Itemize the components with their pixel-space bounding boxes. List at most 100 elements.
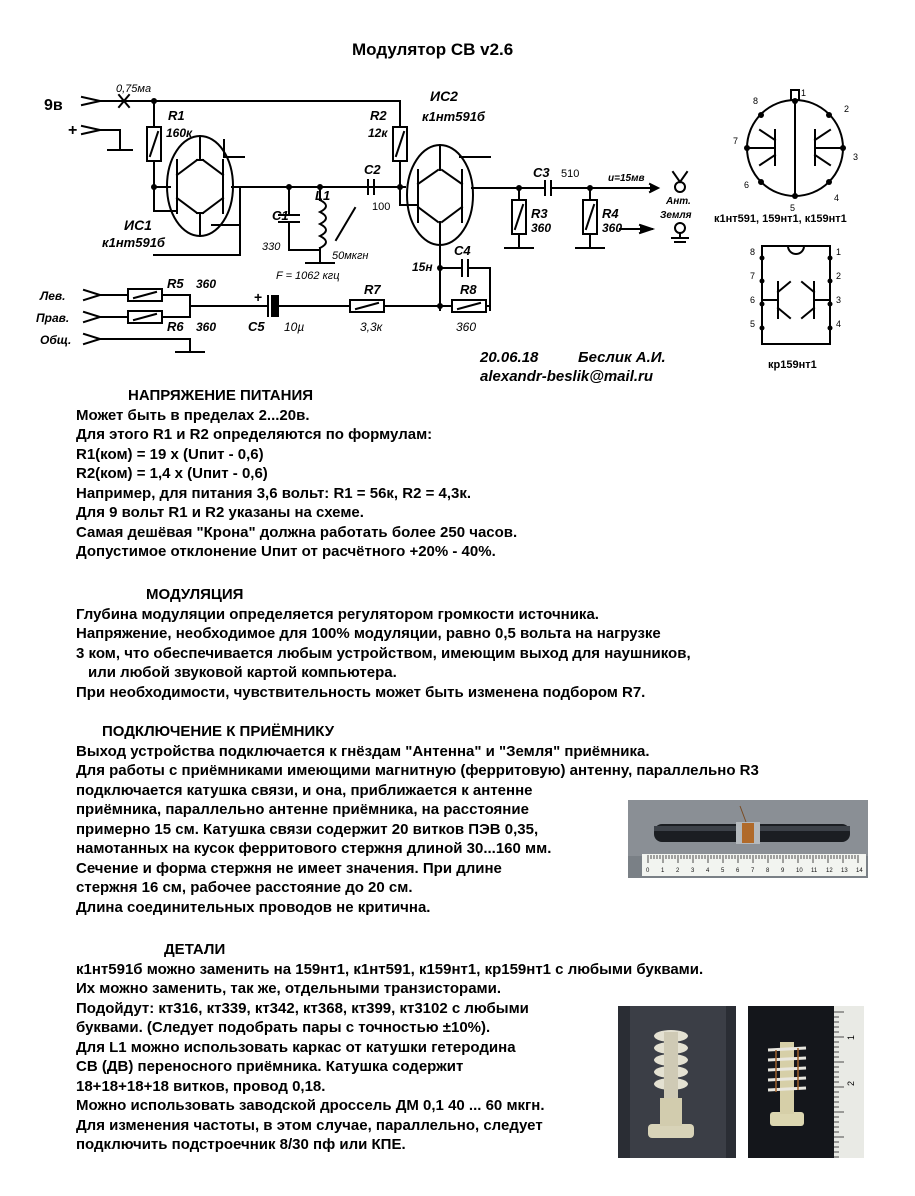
section-heading: МОДУЛЯЦИЯ: [146, 586, 244, 603]
signature-date: 20.06.18: [480, 349, 539, 366]
ruler-label: 4: [706, 868, 710, 874]
dip-pin-5: 5: [750, 319, 755, 329]
section-line: Выход устройства подключается к гнёздам …: [76, 742, 650, 760]
section-supply-voltage: НАПРЯЖЕНИЕ ПИТАНИЯ Может быть в пределах…: [76, 386, 517, 562]
section-heading: ПОДКЛЮЧЕНИЕ К ПРИЁМНИКУ: [102, 723, 335, 740]
round-pin-7: 7: [733, 136, 738, 146]
section-line: Самая дешёвая "Крона" должна работать бо…: [76, 523, 518, 541]
dip-package-pinout: [761, 244, 831, 345]
section-line: приёмника, параллельно антенне приёмника…: [76, 801, 529, 818]
l1-name: L1: [315, 188, 330, 203]
section-line: Длина соединительных проводов не критичн…: [76, 898, 431, 916]
circuit-schematic: 9в + 0,75ма R1 160к R2 12к ИС1 к1нт591б …: [36, 83, 858, 371]
section-line: подключить подстроечник 8/30 пф или КПЕ.: [76, 1136, 406, 1153]
r7-value: 3,3к: [360, 320, 384, 334]
section-line: При необходимости, чувствительность може…: [76, 683, 646, 701]
section-line: Их можно заменить, так же, отдельными тр…: [76, 980, 502, 997]
current-label: 0,75ма: [116, 83, 151, 95]
section-line: Для работы с приёмниками имеющими магнит…: [76, 762, 759, 779]
ruler-label: 13: [841, 868, 848, 874]
ruler-label: 2: [676, 868, 680, 874]
author-signature: 20.06.18 Беслик А.И. alexandr-beslik@mail…: [480, 348, 666, 386]
round-pin-4: 4: [834, 193, 839, 203]
r7-name: R7: [364, 282, 381, 297]
dip-pin-7: 7: [750, 271, 755, 281]
section-line: Может быть в пределах 2...20в.: [76, 406, 310, 424]
ruler-label: 5: [721, 868, 725, 874]
section-line: R2(ком) = 1,4 х (Uпит - 0,6): [76, 465, 268, 482]
dip-pin-4: 4: [836, 319, 841, 329]
r8-name: R8: [460, 282, 477, 297]
dip-pin-8: 8: [750, 247, 755, 257]
r1-value: 160к: [166, 126, 193, 140]
round-pin-8: 8: [753, 96, 758, 106]
c1-value: 330: [262, 241, 281, 253]
section-line: примерно 15 см. Катушка связи содержит 2…: [76, 820, 539, 838]
section-line: или любой звуковой картой компьютера.: [88, 664, 397, 681]
section-modulation: МОДУЛЯЦИЯ Глубина модуляции определяется…: [76, 585, 691, 702]
r5-name: R5: [167, 276, 184, 291]
frequency-label: F = 1062 кгц: [276, 270, 340, 282]
dip-pin-6: 6: [750, 295, 755, 305]
c4-value: 15н: [412, 260, 433, 274]
section-line: буквами. (Следует подобрать пары с точно…: [76, 1019, 491, 1036]
round-pin-3: 3: [853, 152, 858, 162]
output-voltage-label: u=15мв: [608, 173, 645, 184]
ic2-type: к1нт591б: [422, 109, 486, 124]
r4-name: R4: [602, 206, 619, 221]
ruler-label: 8: [766, 868, 770, 874]
section-line: Допустимое отклонение Uпит от расчётного…: [76, 543, 496, 560]
section-line: Сечение и форма стержня не имеет значени…: [76, 859, 502, 877]
round-pin-6: 6: [744, 180, 749, 190]
ruler-label: 7: [751, 868, 755, 874]
section-line: Глубина модуляции определяется регулятор…: [76, 605, 599, 623]
r6-name: R6: [167, 319, 184, 334]
r5-value: 360: [196, 277, 216, 291]
section-line: СВ (ДВ) переносного приёмника. Катушка с…: [76, 1058, 464, 1075]
section-line: к1нт591б можно заменить на 159нт1, к1нт5…: [76, 960, 704, 978]
section-line: намотанных на кусок ферритового стержня …: [76, 840, 552, 857]
right-input-label: Прав.: [36, 311, 69, 325]
antenna-label: Ант.: [665, 196, 691, 207]
r1-name: R1: [168, 108, 185, 123]
c3-value: 510: [561, 168, 579, 180]
r3-name: R3: [531, 206, 548, 221]
round-pin-1: 1: [801, 88, 806, 98]
signature-author: Беслик А.И.: [578, 349, 666, 366]
section-line: 18+18+18+18 витков, провод 0,18.: [76, 1077, 326, 1095]
left-input-label: Лев.: [39, 289, 66, 303]
l1-value: 50мкгн: [332, 250, 368, 262]
signature-email: alexandr-beslik@mail.ru: [480, 368, 654, 385]
r3-value: 360: [531, 221, 551, 235]
round-package-caption: к1нт591, 159нт1, к159нт1: [714, 213, 847, 225]
section-parts: ДЕТАЛИ к1нт591б можно заменить на 159нт1…: [76, 940, 703, 1155]
ic2-name: ИС2: [430, 88, 458, 104]
ruler-label: 2: [846, 1081, 856, 1086]
dip-pin-3: 3: [836, 295, 841, 305]
section-line: Для L1 можно использовать каркас от кату…: [76, 1038, 516, 1056]
ruler-label: 12: [826, 868, 833, 874]
c5-plus-label: +: [254, 289, 262, 305]
ruler-label: 6: [736, 868, 740, 874]
r2-value: 12к: [368, 126, 388, 140]
section-line: Можно использовать заводской дроссель ДМ…: [76, 1097, 545, 1114]
section-line: Подойдут: кт316, кт339, кт342, кт368, кт…: [76, 999, 529, 1017]
r2-name: R2: [370, 108, 387, 123]
section-line: Для изменения частоты, в этом случае, па…: [76, 1116, 543, 1134]
c5-name: C5: [248, 319, 265, 334]
dip-pin-1: 1: [836, 247, 841, 257]
c4-name: C4: [454, 243, 471, 258]
c5-value: 10µ: [284, 320, 304, 334]
section-heading: НАПРЯЖЕНИЕ ПИТАНИЯ: [128, 387, 314, 404]
section-heading: ДЕТАЛИ: [164, 941, 226, 958]
section-line: Для этого R1 и R2 определяются по формул…: [76, 426, 433, 443]
dip-package-caption: кр159нт1: [768, 359, 817, 371]
section-line: R1(ком) = 19 х (Uпит - 0,6): [76, 445, 264, 463]
ruler-label: 1: [661, 868, 665, 874]
section-line: 3 ком, что обеспечивается любым устройст…: [76, 644, 691, 662]
ruler-label: 3: [691, 868, 695, 874]
page-title: Модулятор СВ v2.6: [352, 40, 514, 59]
ruler-label: 14: [856, 868, 863, 874]
supply-voltage-label: 9в: [44, 97, 63, 114]
